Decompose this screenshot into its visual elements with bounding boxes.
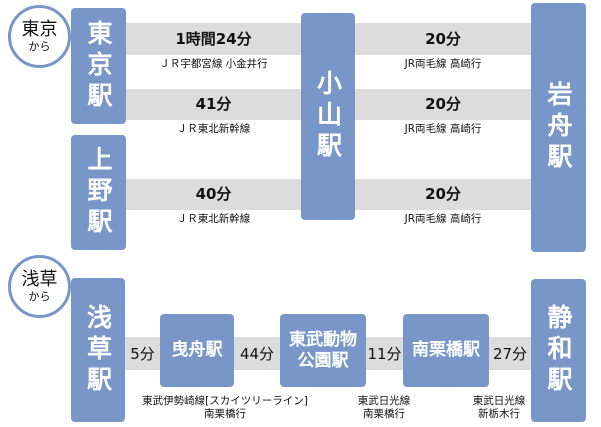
origin-name: 浅草 [21, 268, 58, 290]
travel-time: 5分 [130, 345, 155, 363]
station-ueno: 上野駅 [71, 135, 126, 250]
line-name-main: 東武日光線 [357, 395, 411, 407]
line-destination: 新栃木行 [478, 408, 520, 420]
route-bar-tokyo-oyama-2 [126, 89, 301, 120]
line-name: JR両毛線 高崎行 [404, 213, 482, 225]
line-name: ＪＲ東北新幹線 [176, 123, 251, 135]
origin-suffix: から [28, 39, 51, 53]
origin-name: 東京 [21, 18, 58, 40]
travel-time: 20分 [425, 95, 461, 113]
line-name: JR両毛線 高崎行 [404, 58, 482, 70]
line-name-main: 東武伊勢崎線[スカイツリーライン] [142, 395, 308, 407]
route-bar-oyama-iwafune-1 [355, 23, 531, 55]
line-name: ＪＲ東北新幹線 [176, 213, 251, 225]
travel-time: 1時間24分 [175, 30, 252, 48]
station-tokyo: 東京駅 [71, 8, 126, 124]
line-name-main: 東武日光線 [472, 395, 526, 407]
line-name: 東武伊勢崎線[スカイツリーライン] 南栗橋行 [125, 395, 325, 421]
travel-time: 20分 [425, 30, 461, 48]
travel-time: 27分 [492, 345, 528, 363]
travel-time: 41分 [195, 95, 232, 113]
route-bar-ueno-oyama [126, 179, 301, 210]
line-name: 東武日光線 新栃木行 [466, 395, 532, 421]
origin-badge-tokyo: 東京 から [8, 5, 71, 68]
station-hikifune: 曳舟駅 [160, 314, 234, 387]
route-bar-oyama-iwafune-3 [355, 179, 531, 210]
station-tobu-dobutsu-koen: 東武動物 公園駅 [280, 314, 366, 387]
route-bar-oyama-iwafune-2 [355, 89, 531, 120]
station-oyama: 小山駅 [301, 13, 355, 220]
station-asakusa: 浅草駅 [71, 278, 125, 422]
route-bar-tokyo-oyama-1 [126, 23, 301, 55]
travel-time: 40分 [195, 185, 232, 203]
station-shizuwa: 静和駅 [531, 279, 586, 422]
line-name: 東武日光線 南栗橋行 [344, 395, 424, 421]
station-iwafune: 岩舟駅 [531, 3, 586, 252]
line-name: JR両毛線 高崎行 [404, 123, 482, 135]
origin-suffix: から [28, 289, 51, 303]
station-minami-kurihashi: 南栗橋駅 [403, 314, 489, 387]
travel-time: 20分 [425, 185, 461, 203]
line-name: ＪＲ宇都宮線 小金井行 [159, 58, 268, 70]
line-destination: 南栗橋行 [204, 408, 246, 420]
station-name-line2: 公園駅 [297, 350, 349, 371]
station-name-line1: 東武動物 [289, 329, 357, 350]
travel-time: 44分 [239, 345, 275, 363]
travel-time: 11分 [367, 345, 402, 363]
line-destination: 南栗橋行 [363, 408, 405, 420]
origin-badge-asakusa: 浅草 から [8, 255, 71, 318]
